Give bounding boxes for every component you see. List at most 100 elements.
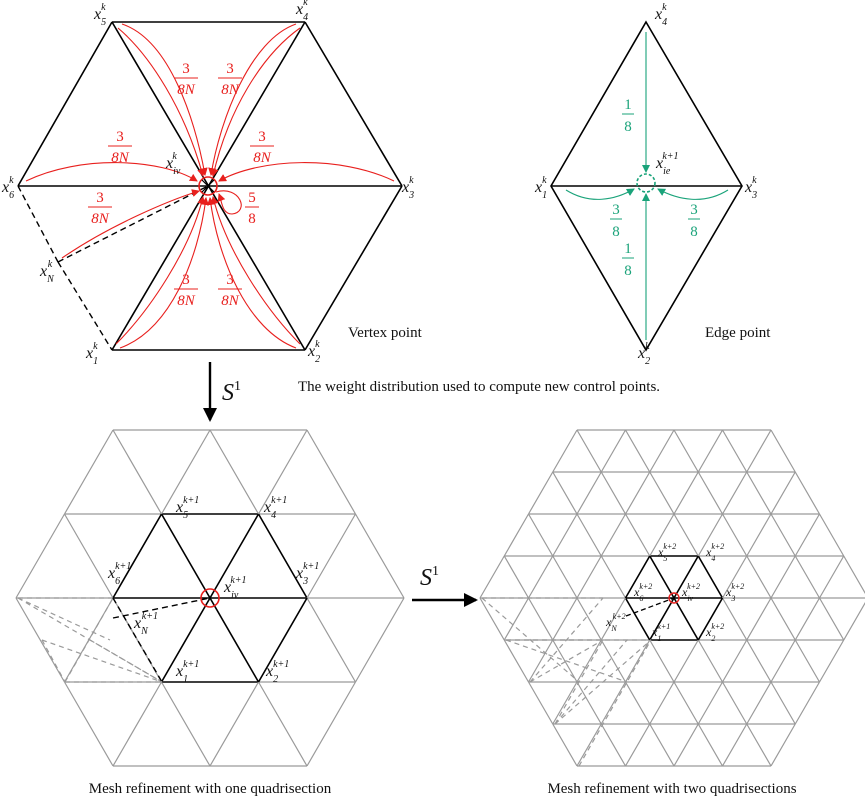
- vertex-center-cross: [201, 179, 215, 193]
- mesh-dashed-edge: [41, 639, 66, 683]
- mesh-edge: [770, 471, 796, 515]
- mesh-edge: [527, 681, 554, 725]
- frac-den: 8N: [177, 293, 196, 309]
- mesh-edge: [770, 513, 796, 557]
- mesh-edge: [770, 681, 796, 725]
- mesh-edge: [697, 513, 724, 557]
- mesh-edge-highlight: [160, 597, 211, 683]
- mesh-edge: [503, 555, 530, 599]
- mesh-edge-highlight: [624, 555, 651, 599]
- mesh-edge: [770, 639, 796, 683]
- mesh-edge: [257, 429, 308, 515]
- mesh-edge: [527, 471, 554, 515]
- m2-label-xN: xNk+2: [605, 612, 626, 633]
- mesh-edge: [600, 681, 627, 725]
- mesh-edge: [746, 597, 772, 641]
- mesh-edge: [600, 429, 627, 473]
- mesh-edge: [673, 429, 699, 473]
- mesh-edge: [600, 639, 627, 683]
- mesh-edge: [843, 555, 865, 595]
- mesh-dashed-spoke: [112, 597, 211, 619]
- mesh-edge: [600, 597, 627, 641]
- mesh-edge: [649, 681, 675, 725]
- mesh-edge: [63, 681, 114, 767]
- mesh-edge: [63, 429, 114, 515]
- mesh-edge: [624, 513, 651, 557]
- frac-edge-right: 3 8: [688, 202, 700, 240]
- mesh-edge: [721, 555, 748, 599]
- vertex-center-marker: [198, 176, 218, 196]
- mesh-dashed-edge: [41, 639, 163, 683]
- frac-num: 3: [182, 272, 190, 288]
- mesh-dashed-edge: [554, 639, 604, 725]
- mesh-dashed-edge: [17, 597, 111, 641]
- mesh-edge-highlight: [257, 597, 308, 683]
- label-e-x4: x4k: [654, 2, 667, 28]
- mesh-two-center-marker: [668, 592, 680, 604]
- frac-den: 8: [624, 119, 632, 135]
- mesh-edge: [160, 429, 211, 515]
- mesh-edge: [503, 597, 530, 641]
- label-e-x1: x1k: [534, 175, 547, 201]
- mesh-edge: [306, 513, 357, 599]
- mesh-edge: [209, 681, 260, 767]
- label-x6: x6k: [1, 175, 14, 201]
- mesh-one-center-marker: [200, 588, 220, 608]
- mesh-edge: [649, 723, 675, 767]
- mesh-edge: [527, 513, 554, 557]
- frac-den: 8: [690, 224, 698, 240]
- mesh-edge: [770, 597, 796, 641]
- mesh-edge: [257, 681, 308, 767]
- mesh-dashed-spoke: [625, 597, 675, 617]
- mesh-edge: [794, 597, 821, 641]
- mesh-edge-highlight: [673, 597, 699, 641]
- m2-label-x2: x2k+2: [705, 622, 724, 643]
- mesh-edge: [818, 513, 845, 557]
- mesh-edge: [673, 681, 699, 725]
- mesh-edge: [600, 555, 627, 599]
- mesh-edge: [552, 471, 578, 515]
- m1-label-x2: x2k+1: [265, 659, 289, 685]
- mesh-one-panel: x5k+1 x4k+1 x6k+1 x3k+1 xivk+1 xNk+1 x1k…: [15, 429, 405, 797]
- mesh-two-labels: x5k+2 x4k+2 x6k+2 x3k+2 xivk+2 xNk+2 x1k…: [605, 542, 744, 643]
- mesh-edge: [673, 723, 699, 767]
- frac-num: 5: [248, 190, 256, 206]
- m2-label-xiv: xivk+2: [681, 582, 700, 603]
- mesh-edge: [794, 513, 821, 557]
- mesh-dashed-edge: [578, 639, 652, 767]
- frac-edge-bottom: 1 8: [622, 241, 634, 279]
- caption-two: Mesh refinement with two quadrisections: [547, 781, 796, 797]
- mesh-edge: [697, 681, 724, 725]
- mesh-edge: [794, 471, 821, 515]
- mesh-two-panel: x5k+2 x4k+2 x6k+2 x3k+2 xivk+2 xNk+2 x1k…: [479, 429, 865, 797]
- mesh-edge: [746, 513, 772, 557]
- mesh-edge: [576, 429, 602, 473]
- mesh-edge: [552, 723, 578, 767]
- label-x4: x4k: [295, 0, 308, 23]
- mesh-edge: [15, 513, 66, 599]
- mesh-edge: [843, 601, 865, 641]
- mesh-edge: [649, 429, 675, 473]
- edge-weight-arrows: [565, 32, 729, 340]
- mesh-edge: [818, 597, 845, 641]
- operator-right: S1: [412, 564, 478, 607]
- frac-right-upper: 3 8N: [250, 129, 274, 166]
- label-xN: xNk: [39, 259, 55, 285]
- frac-den: 8N: [111, 150, 130, 166]
- frac-bottom-left: 3 8N: [174, 272, 198, 309]
- frac-num: 3: [258, 129, 266, 145]
- mesh-edge: [354, 597, 405, 683]
- label-x3: x3k: [401, 175, 414, 201]
- mesh-edge: [479, 555, 505, 599]
- m1-label-x5: x5k+1: [175, 495, 199, 521]
- mesh-edge: [770, 555, 796, 599]
- m1-label-xN: xNk+1: [133, 611, 158, 637]
- mesh-edge: [209, 429, 260, 515]
- mesh-edge: [600, 513, 627, 557]
- mesh-edge: [624, 639, 651, 683]
- mesh-edge: [624, 723, 651, 767]
- mesh-edge: [503, 639, 530, 683]
- mesh-edge: [770, 429, 796, 473]
- label-e-xie: xiek+1: [655, 151, 679, 177]
